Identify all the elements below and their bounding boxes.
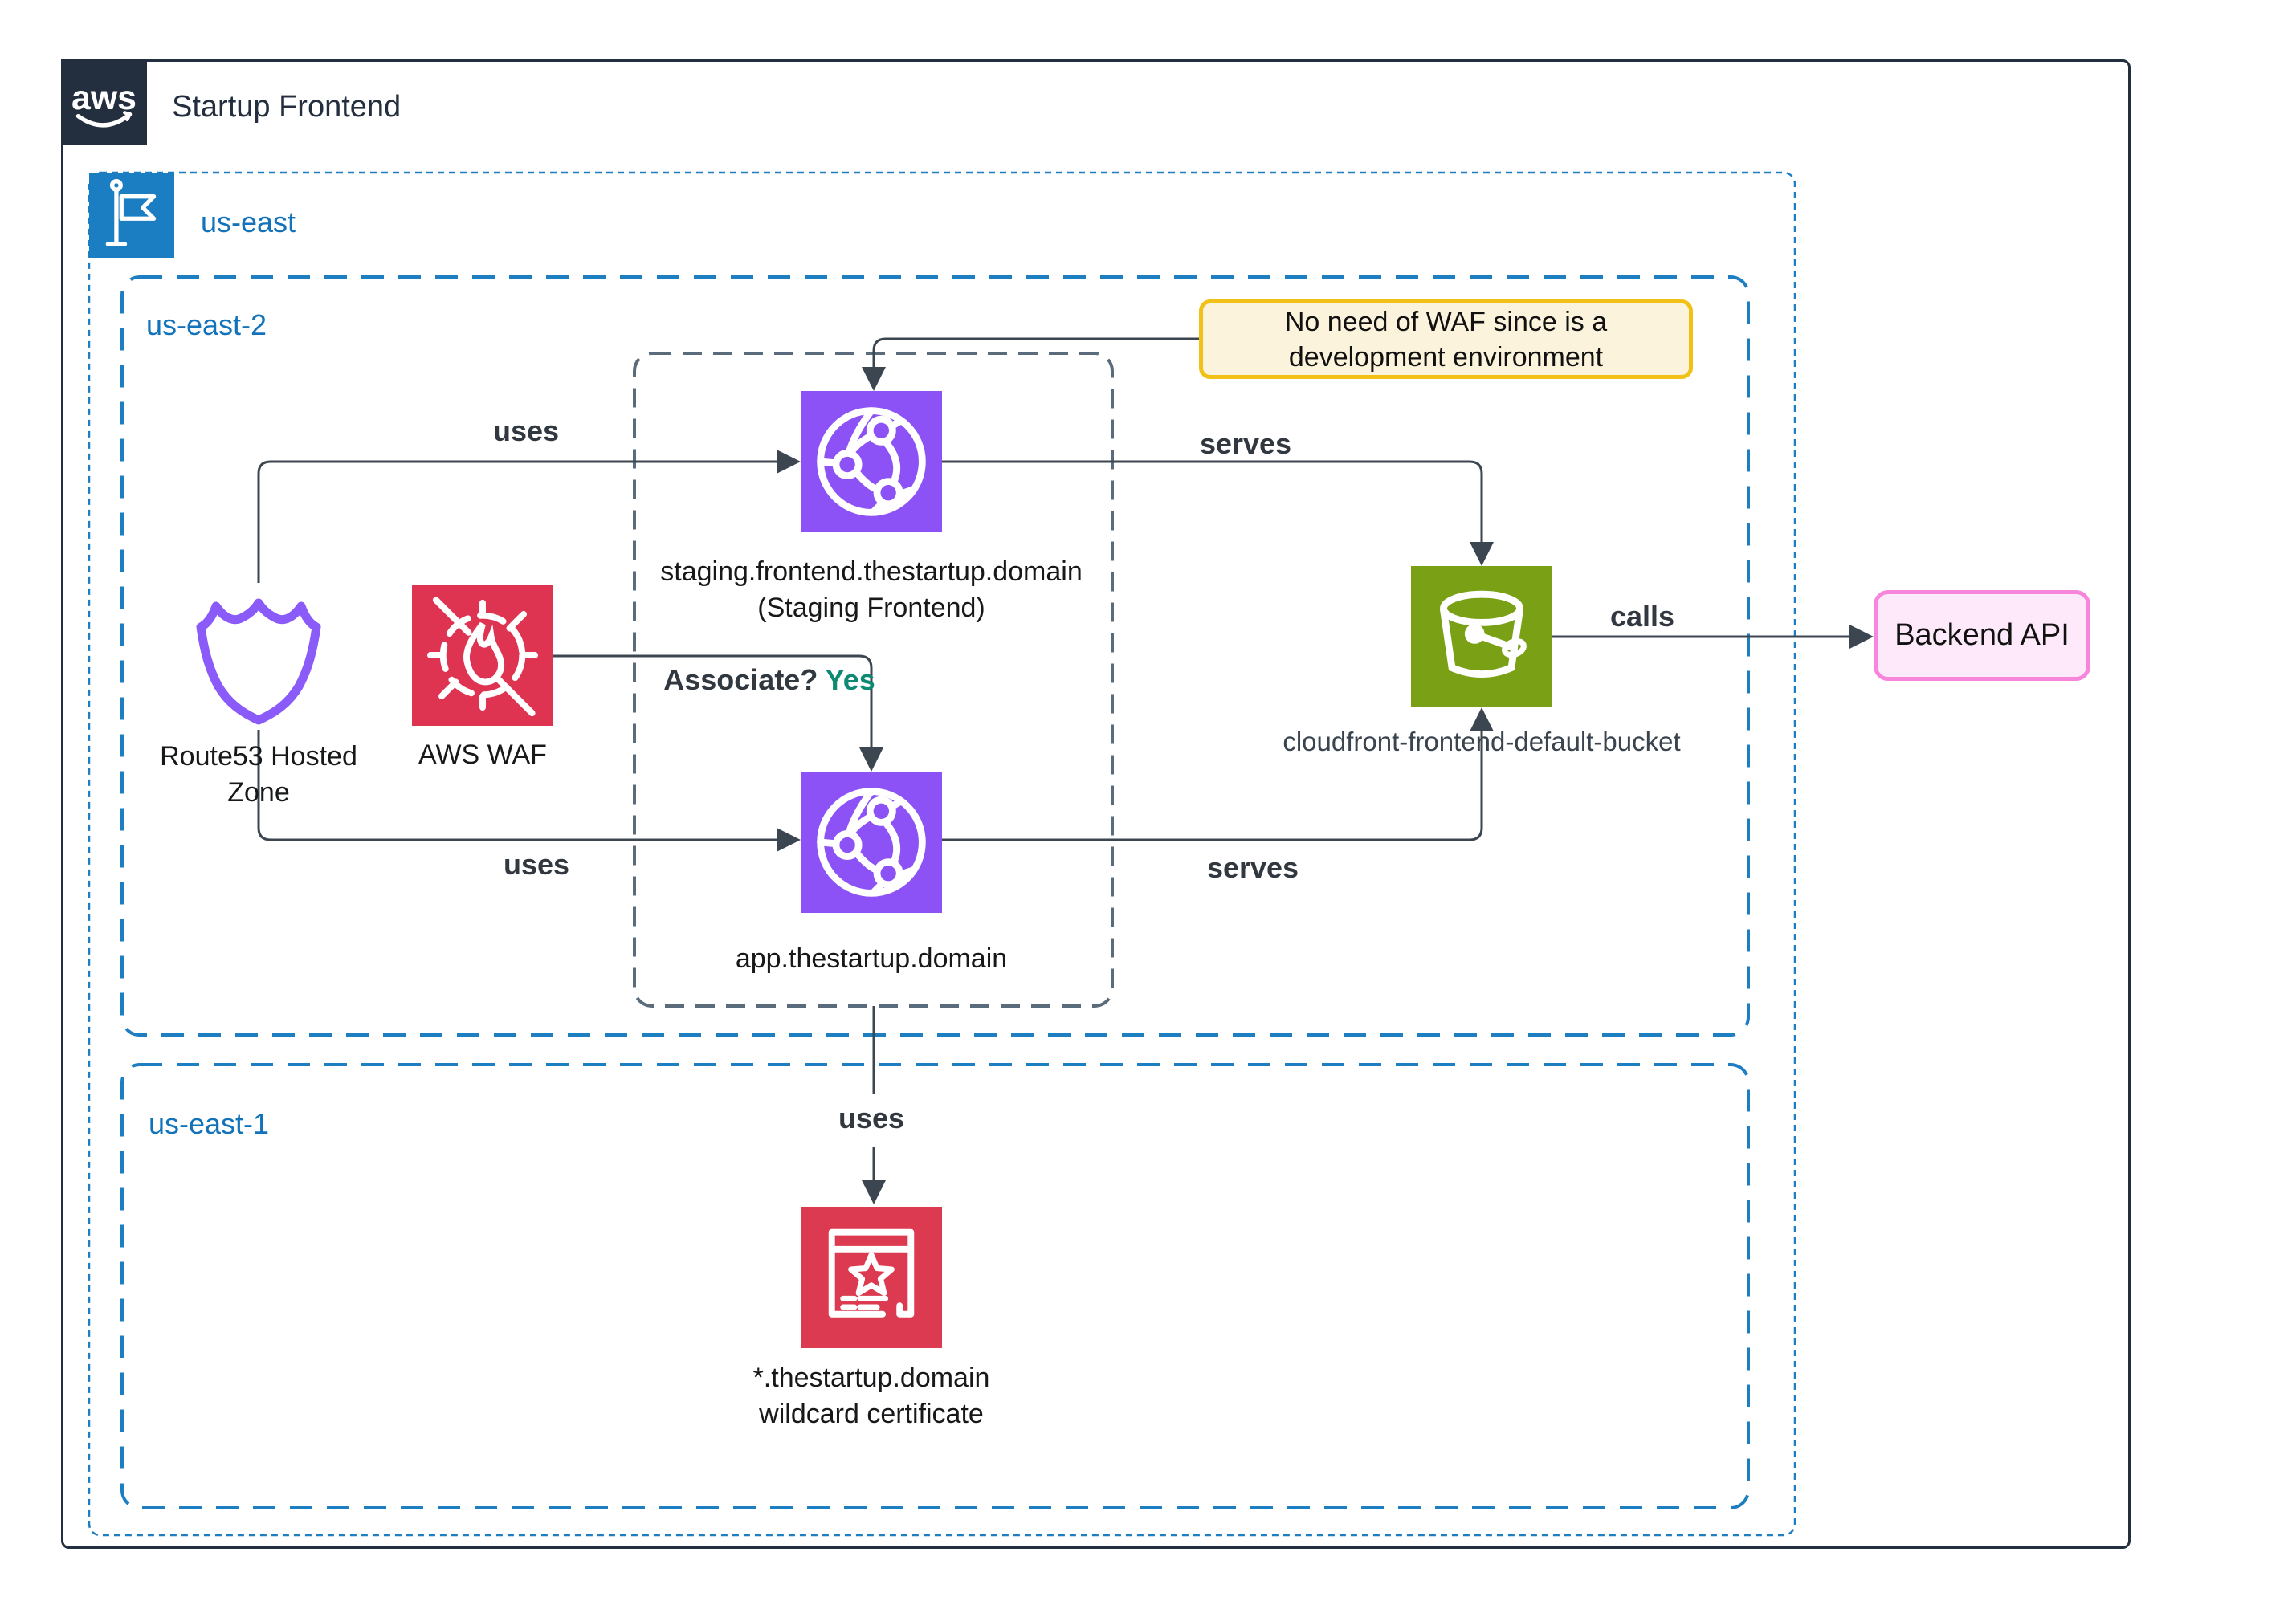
bucket-label: cloudfront-frontend-default-bucket [1283,727,1681,756]
waf-note[interactable]: No need of WAF since is a development en… [1199,299,1693,379]
region-label-us-east-1: us-east-1 [149,1107,270,1140]
node-staging-cloudfront[interactable] [801,391,942,532]
staging-cloudfront-label: staging.frontend.thestartup.domain (Stag… [660,556,1083,623]
edge-label-serves-bottom: serves [1206,851,1299,884]
node-s3-bucket[interactable] [1411,566,1552,707]
aws-logo: aws [61,59,147,145]
edge-label-uses-top: uses [492,414,560,447]
route53-label: Route53 Hosted Zone [160,741,357,808]
node-app-cloudfront[interactable] [801,772,942,913]
associate-question: Associate? [663,663,818,696]
node-route53[interactable] [178,576,339,736]
page-title: Startup Frontend [172,90,402,124]
certificate-label: *.thestartup.domain wildcard certificate [752,1363,990,1429]
region-flag-icon [89,173,174,258]
region-label-us-east-2: us-east-2 [146,308,267,341]
aws-waf-icon [426,597,539,717]
edge-label-uses-cert: uses [838,1102,905,1134]
node-aws-waf[interactable] [412,585,553,726]
edge-label-calls: calls [1609,600,1675,633]
edge-label-associate: Associate? Yes [663,663,875,697]
edge-label-uses-bottom: uses [503,848,570,881]
edge-label-serves-top: serves [1199,427,1292,460]
waf-label: AWS WAF [418,739,547,770]
cloudfront-icon [817,788,926,897]
node-wildcard-certificate[interactable] [801,1207,942,1348]
cloudfront-icon [817,407,926,516]
diagram-frame [61,59,2131,1549]
route53-hosted-zone-shield-icon [196,598,321,725]
app-cloudfront-label: app.thestartup.domain [735,943,1008,974]
aws-logo-text: aws [71,79,137,117]
associate-answer: Yes [825,663,875,696]
node-backend-api[interactable]: Backend API [1874,590,2090,681]
region-label-us-east: us-east [201,206,296,238]
backend-api-label: Backend API [1894,618,2070,652]
aws-logo-icon: aws [71,79,137,128]
certificate-manager-icon [828,1228,915,1318]
s3-bucket-icon [1440,590,1527,678]
